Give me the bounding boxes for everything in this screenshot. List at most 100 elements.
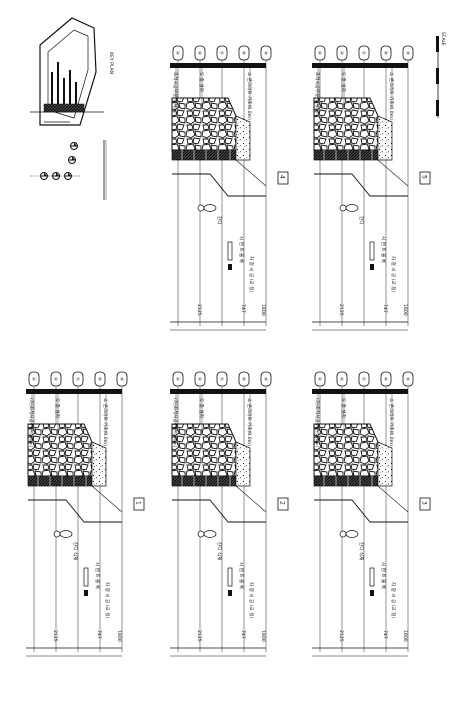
key-plan-markers [30, 142, 80, 180]
callout-label: (가)조적시공부분(상세도) [172, 398, 179, 448]
layer-tag: ⑧ [380, 45, 392, 61]
annotation-label: 시 멘 트 블 록 [380, 562, 387, 589]
layer-tag: ⑦ [358, 371, 370, 387]
layer-tag: ⑥ [194, 371, 206, 387]
foundation-blocks [313, 475, 379, 487]
top-band [170, 389, 266, 394]
dimension-value: 1800 [402, 630, 408, 642]
layer-tag-text: ⑥ [340, 51, 344, 56]
layer-tag: ⑤ [172, 371, 184, 387]
post-detail [227, 241, 233, 261]
gravel-backfill [235, 441, 251, 487]
gravel-backfill [377, 115, 393, 161]
layer-tag: ⑦ [216, 371, 228, 387]
ground-line [172, 499, 266, 523]
ground-line [314, 173, 408, 197]
panel-number: 4 [277, 171, 289, 185]
ground-line [172, 173, 266, 197]
callout-label: (가)조적시공부분(상세도) [314, 398, 321, 448]
layer-tag: ⑧ [380, 371, 392, 387]
annotation-label: 잔디 식재 [72, 542, 79, 560]
svg-text:3: 3 [421, 501, 428, 505]
callout-label: 조적시공부분(상세도) [314, 72, 321, 114]
layer-tag-text: ⑤ [32, 377, 36, 382]
top-band [312, 63, 408, 68]
post-detail [369, 567, 375, 587]
annotation-label: 자 갈 시 공 (교 정) [248, 256, 255, 292]
layer-tag-text: ⑤ [176, 51, 180, 56]
callout-label: 도 종 설치 [54, 398, 61, 418]
layer-tag-text: ⑦ [362, 377, 366, 382]
ground-line [28, 499, 122, 523]
stone-wall [313, 423, 379, 477]
annotation-label: 잔디 [358, 216, 365, 224]
annotation-label: 자 갈 시 공 (교 정) [104, 582, 111, 618]
layer-tag-text: ⑨ [406, 377, 410, 382]
callout-label: 도 종 설치 [198, 72, 205, 92]
layer-tag: ⑨ [402, 371, 414, 387]
panel-number: 5 [419, 171, 431, 185]
key-plan: KEY PLAN [30, 17, 114, 200]
gravel-backfill [377, 441, 393, 487]
section-panel-5: ⑤ ⑥ ⑦ ⑧ ⑨ 조적시공부분(상세도) 도 종 설치 소 콘크리트 기초(0.0m) 잔디시… [312, 45, 431, 331]
annotation-label: 자 갈 시 공 (교 정) [390, 256, 397, 292]
dimension-value: 747 [382, 304, 388, 313]
post-detail [369, 241, 375, 261]
person-figure [197, 530, 217, 538]
annotation-label: 자 갈 시 공 (교 정) [248, 582, 255, 618]
annotation-label: 자 갈 시 공 (교 정) [390, 582, 397, 618]
foundation-blocks [313, 149, 379, 161]
svg-text:2: 2 [279, 501, 286, 505]
stone-wall [27, 423, 93, 477]
dimension-value: 2125 [338, 630, 344, 642]
top-band [312, 389, 408, 394]
panel-number: 2 [277, 497, 289, 511]
dimension-value: 747 [240, 630, 246, 639]
dimension-value: 747 [382, 630, 388, 639]
layer-tag-text: ⑨ [264, 51, 268, 56]
foundation-blocks [27, 475, 93, 487]
annotation-label: 시 멘 트 블 록 [94, 562, 101, 589]
dimension-value: 1800 [260, 630, 266, 642]
layer-tag: ⑤ [172, 45, 184, 61]
layer-tag: ⑥ [194, 45, 206, 61]
dimension-value: 1800 [260, 304, 266, 316]
annotation-label: 잔디 식재 [216, 542, 223, 560]
callout-label: 소 콘크리트 기초(0.0m) [246, 398, 253, 446]
layer-tag-text: ⑦ [220, 51, 224, 56]
layer-tag-text: ⑨ [406, 51, 410, 56]
svg-text:1: 1 [135, 501, 142, 505]
callout-label: 소 콘크리트 기초(0.0m) [388, 72, 395, 120]
layer-tag: ⑦ [358, 45, 370, 61]
layer-tag: ⑦ [72, 371, 84, 387]
panel-number: 3 [419, 497, 431, 511]
layer-tag: ⑤ [314, 45, 326, 61]
foundation-blocks [171, 475, 237, 487]
stone-wall [171, 97, 237, 151]
layer-tag-text: ⑧ [384, 51, 388, 56]
dimension-value: 2125 [52, 630, 58, 642]
callout-label: (가)조적시공부분(상세도) [28, 398, 35, 448]
key-plan-label: KEY PLAN [108, 52, 114, 74]
layer-tag: ⑧ [94, 371, 106, 387]
layer-tag-text: ⑥ [340, 377, 344, 382]
dimension-value: 747 [240, 304, 246, 313]
callout-label: 도 종 설치 [340, 72, 347, 92]
annotation-label: 잔디 [216, 216, 223, 224]
annotation-label: 시 멘 트 블 록 [238, 562, 245, 589]
callout-label: 도 종 설치 [340, 398, 347, 418]
layer-tag-text: ⑤ [176, 377, 180, 382]
top-band [26, 389, 122, 394]
annotation-label: 시 멘 트 블 록 [380, 236, 387, 263]
dimension-value: 2125 [196, 630, 202, 642]
layer-tag-text: ⑥ [198, 377, 202, 382]
layer-tag-text: ⑤ [318, 51, 322, 56]
layer-tag-text: ⑥ [198, 51, 202, 56]
layer-tag-text: ⑥ [54, 377, 58, 382]
person-figure [339, 530, 359, 538]
scale-bar: SCALE [436, 32, 446, 118]
